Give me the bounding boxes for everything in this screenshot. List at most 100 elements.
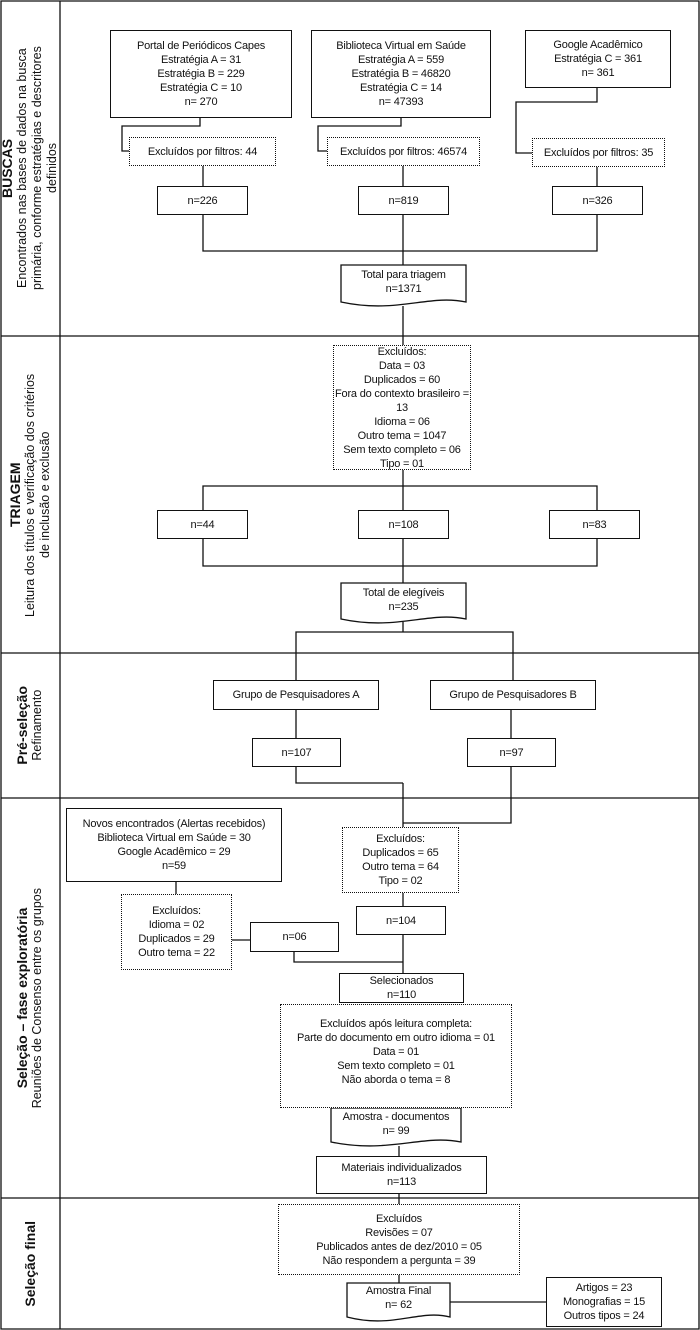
excluded-leitura-box: Excluídos após leitura completa: Parte do…: [280, 1004, 512, 1108]
n-grupo-b-box: n=97: [467, 738, 556, 767]
amostra-documentos-doc: Amostra - documentos n= 99: [331, 1109, 461, 1145]
connector: [293, 952, 403, 963]
document-shape: [346, 1282, 451, 1322]
box-line: Artigos = 23: [575, 1282, 633, 1294]
box-line: n= 47393: [378, 96, 424, 108]
lane-title: BUSCAS: [0, 138, 15, 198]
box-line: Excluídos:: [377, 345, 427, 358]
box-line: n=1371: [385, 283, 422, 295]
connector: [202, 485, 598, 510]
excluded-capes-box: Excluídos por filtros: 44: [129, 137, 276, 166]
n-novos-box: n=06: [250, 922, 339, 952]
lane-title: Pré-seleção: [14, 686, 30, 765]
box-line: Biblioteca Virtual em Saúde: [336, 40, 466, 52]
box-line: Duplicados = 60: [363, 373, 441, 386]
box-line: Estratégia C = 10: [160, 82, 242, 94]
box-line: Não aborda o tema = 8: [341, 1074, 451, 1086]
box-line: n= 99: [382, 1125, 410, 1137]
amostra-final-doc: Amostra Final n= 62: [347, 1283, 450, 1321]
novos-encontrados-box: Novos encontrados (Alertas recebidos)Bib…: [66, 808, 282, 882]
box-line: Data = 03: [378, 359, 426, 372]
n-triagem-right-box: n=83: [549, 510, 640, 539]
document-shape: [340, 264, 467, 307]
box-line: Revisões = 07: [365, 1226, 433, 1239]
connector: [121, 118, 201, 152]
box-line: Duplicados = 65: [362, 847, 439, 859]
box-line: n= 62: [385, 1299, 412, 1311]
box-line: Data = 01: [372, 1046, 420, 1058]
lane-title: Seleção – fase exploratória: [14, 907, 30, 1089]
box-line: Excluídos após leitura completa:: [320, 1018, 472, 1030]
box-line: Outro tema = 64: [362, 861, 439, 873]
connector: [403, 767, 512, 824]
document-shape: [340, 582, 467, 624]
box-line: Idioma = 02: [148, 919, 205, 931]
n-bvs-box: n=819: [358, 186, 449, 215]
box-line: Estratégia C = 14: [360, 82, 442, 94]
box-line: Publicados antes de dez/2010 = 05: [316, 1240, 482, 1253]
grupo-a-box: Grupo de Pesquisadores A: [213, 680, 379, 710]
lane-subtitle: Refinamento: [30, 690, 44, 761]
box-line: Outro tema = 22: [138, 947, 215, 959]
lane-subtitle: Reuniões de Consenso entre os grupos: [30, 887, 44, 1109]
box-line: Sem texto completo = 01: [337, 1060, 455, 1072]
n-grupo-a-box: n=107: [252, 738, 341, 767]
lane-title: Seleção final: [21, 1221, 38, 1307]
n-grupos-box: n=104: [356, 906, 446, 935]
box-line: Estratégia B = 46820: [351, 68, 451, 80]
box-line: Sem texto completo = 06: [343, 443, 461, 456]
box-line: Selecionados: [369, 975, 434, 987]
connector: [202, 539, 598, 567]
box-line: Idioma = 06: [374, 415, 430, 428]
box-line: Estratégia B = 229: [157, 68, 245, 80]
n-triagem-mid-box: n=108: [358, 510, 449, 539]
box-line: Estratégia C = 361: [554, 53, 642, 65]
excluded-bvs-box: Excluídos por filtros: 46574: [327, 137, 480, 166]
total-triagem-doc: Total para triagem n=1371: [341, 265, 466, 305]
box-line: Materiais individualizados: [341, 1162, 462, 1174]
lane-final: Seleção final: [0, 1198, 60, 1330]
n-triagem-left-box: n=44: [157, 510, 248, 539]
excluded-google-box: Excluídos por filtros: 35: [532, 138, 665, 167]
box-line: Google Acadêmico = 29: [117, 846, 231, 858]
box-line: Duplicados = 29: [138, 933, 215, 945]
box-line: Excluídos: [376, 1212, 422, 1225]
lane-subtitle: Encontrados nas bases de dados na busca …: [15, 46, 59, 290]
excluded-grupos-box: Excluídos: Duplicados = 65 Outro tema = 64…: [342, 827, 459, 893]
connector: [295, 631, 514, 680]
box-line: Portal de Periódicos Capes: [136, 40, 266, 52]
box-line: Total para triagem: [361, 269, 446, 281]
box-line: Outro tema = 1047: [357, 429, 447, 442]
grupo-b-box: Grupo de Pesquisadores B: [430, 680, 596, 710]
box-line: Parte do documento em outro idioma = 01: [297, 1032, 495, 1044]
lane-subtitle: Leitura dos títulos e verificação dos cr…: [22, 372, 52, 617]
box-line: Outros tipos = 24: [563, 1310, 645, 1322]
box-line: Amostra - documentos: [342, 1111, 450, 1123]
box-line: Tipo = 01: [380, 457, 424, 470]
box-line: Excluídos:: [152, 905, 201, 917]
box-line: Estratégia A = 559: [358, 54, 444, 66]
excluded-novos-box: Excluídos: Idioma = 02 Duplicados = 29 Outr…: [121, 894, 232, 970]
box-line: Fora do contexto brasileiro = 13: [335, 387, 469, 414]
box-line: Google Acadêmico: [553, 39, 643, 51]
lane-title: TRIAGEM: [6, 462, 23, 527]
box-line: n=235: [388, 601, 419, 613]
box-line: Estratégia A = 31: [160, 54, 242, 66]
box-line: Excluídos:: [376, 833, 425, 845]
connector: [295, 767, 403, 784]
box-line: Não respondem a pergunta = 39: [322, 1254, 476, 1267]
connector: [202, 215, 598, 252]
n-capes-box: n=226: [157, 186, 248, 215]
box-line: Amostra Final: [365, 1285, 432, 1297]
